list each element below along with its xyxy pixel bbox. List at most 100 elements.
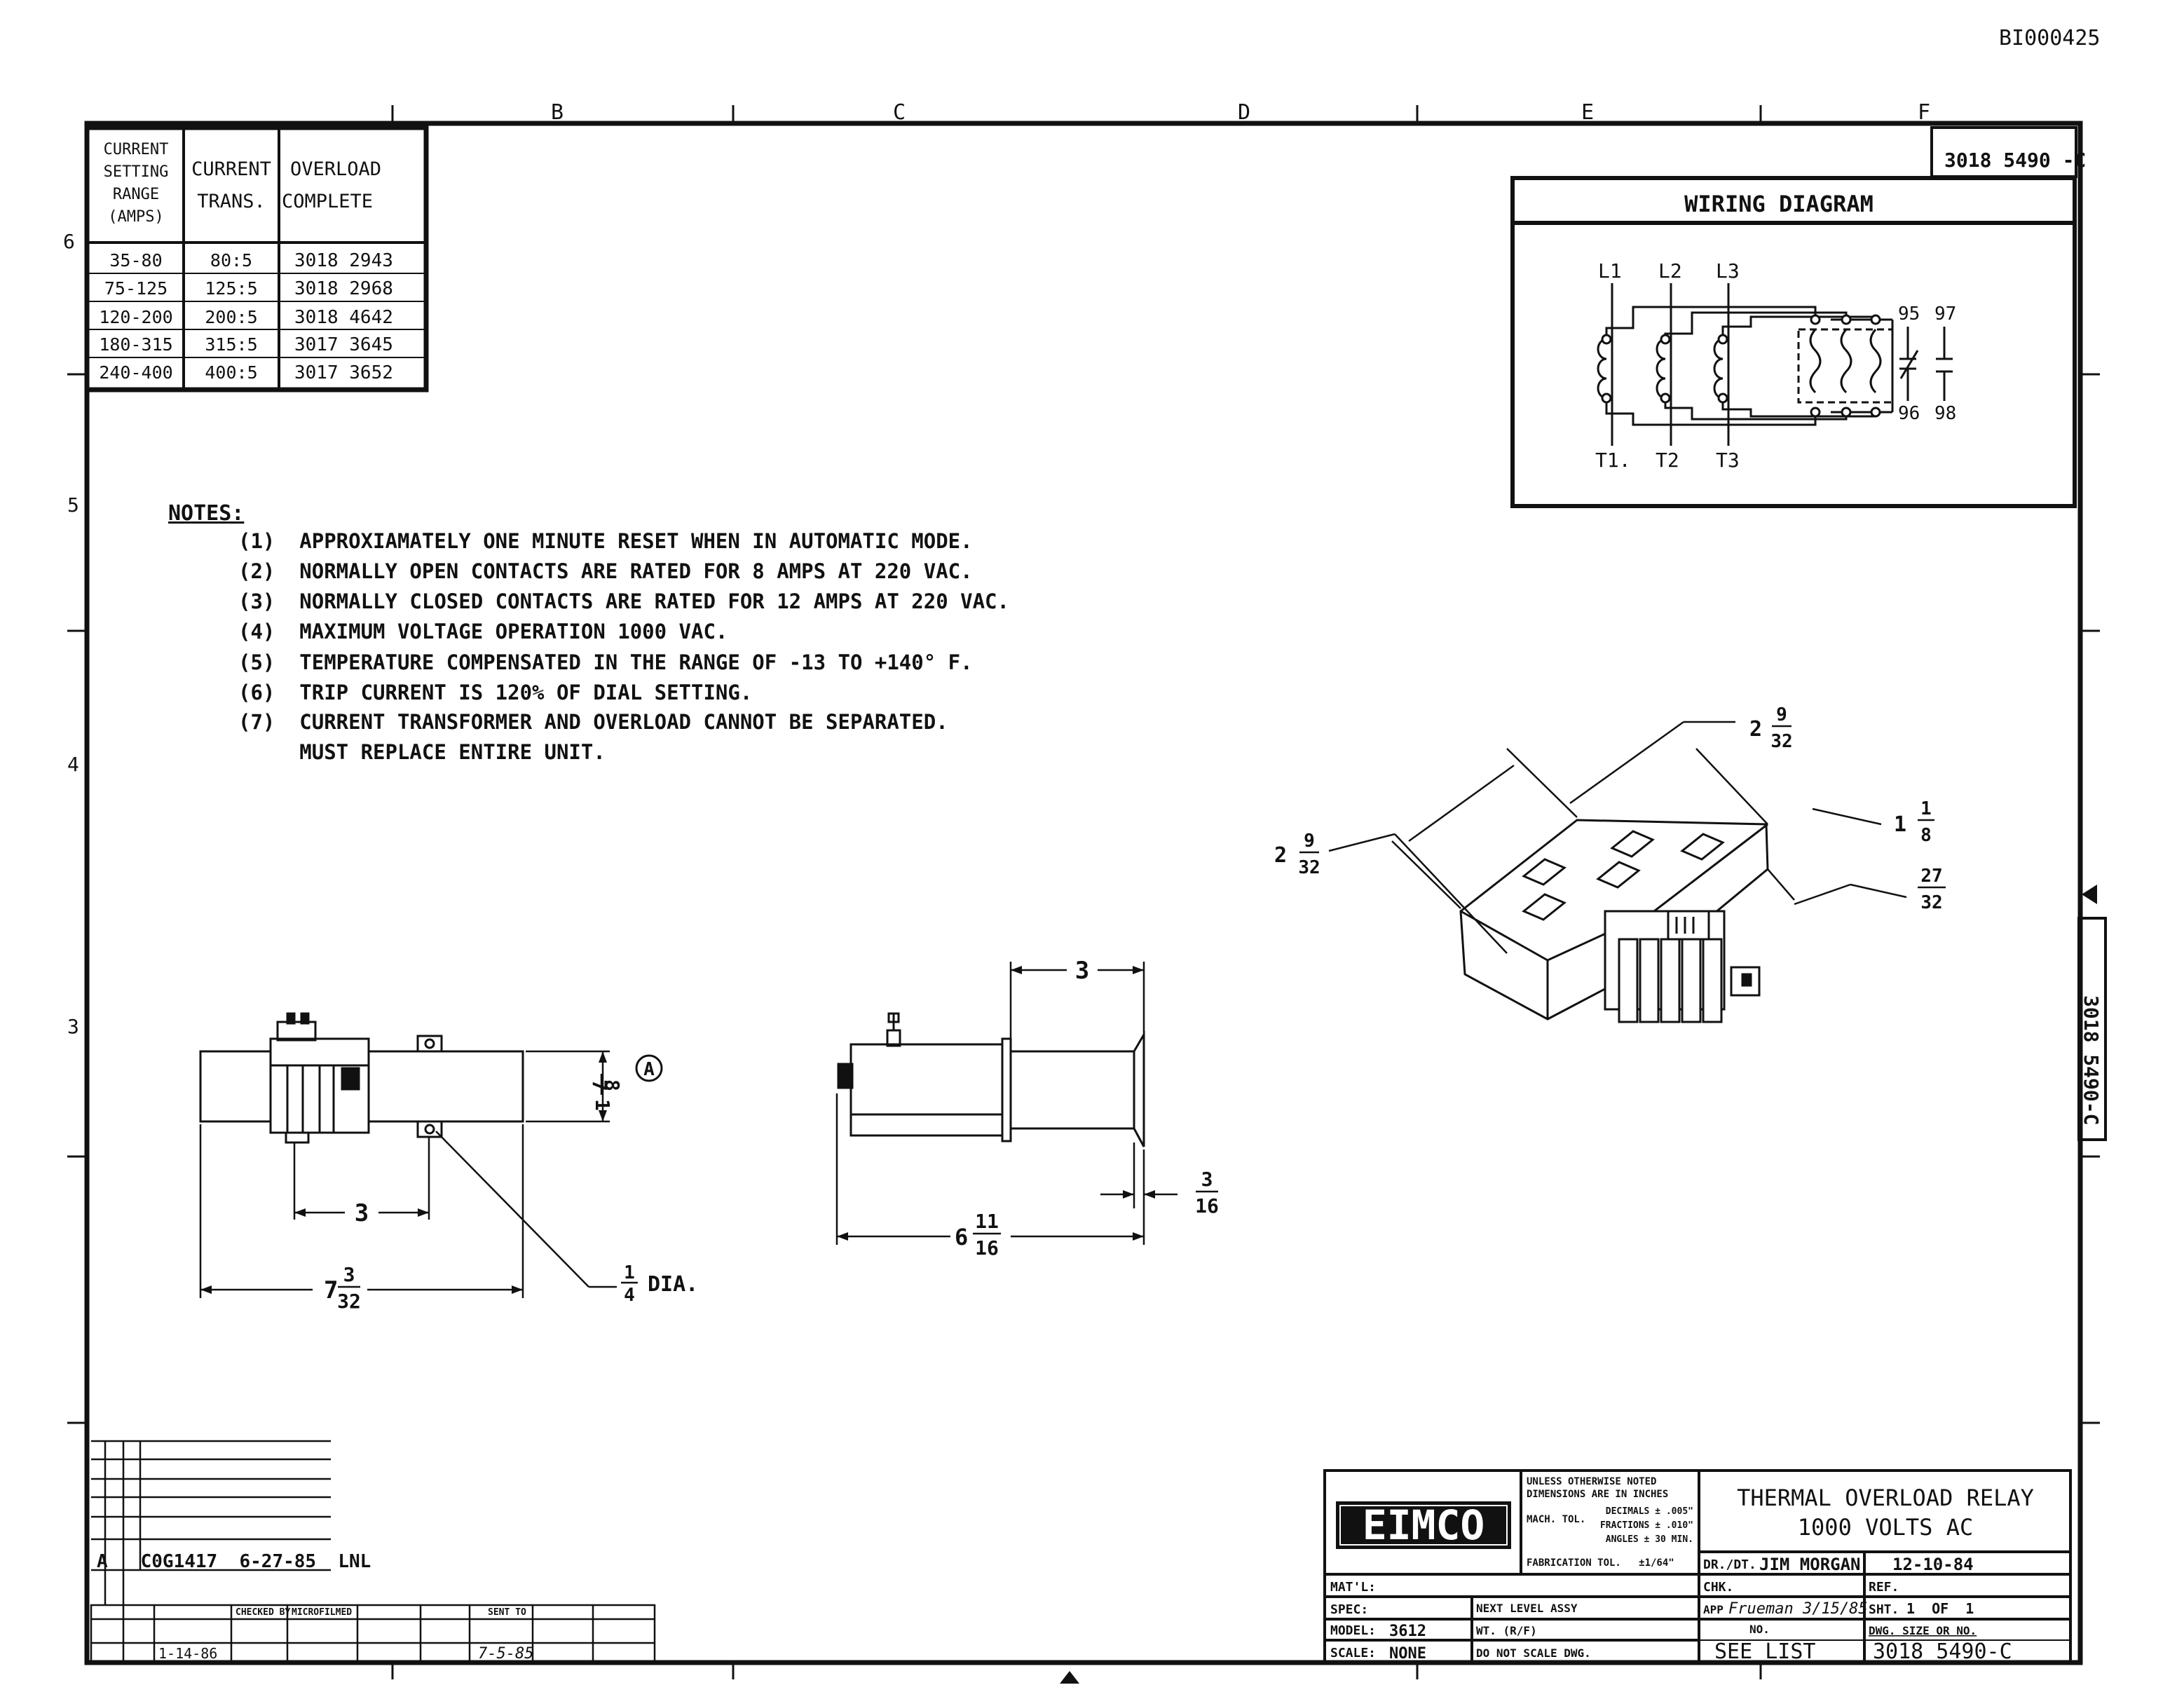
- part-number-value: SEE LIST: [1714, 1639, 1816, 1664]
- tol-angles: ANGLES ± 30 MIN.: [1606, 1534, 1693, 1545]
- zone-label-4: 4: [67, 753, 79, 776]
- zone-arrow-right: [2082, 885, 2097, 904]
- table-cell-range: 75-125: [104, 278, 168, 299]
- drawing-number: 3018 5490-C: [1873, 1639, 2012, 1664]
- revision-entry: A C0G1417 6-27-85 LNL: [97, 1551, 371, 1572]
- drawn-by-value: JIM MORGAN: [1759, 1555, 1861, 1574]
- dim-front-total-den: 32: [337, 1290, 361, 1313]
- front-view: [199, 1012, 524, 1144]
- dim-front-height-num: 7: [588, 1079, 611, 1091]
- load-label-t1: T1.: [1595, 449, 1631, 472]
- table-cell-range: 120-200: [99, 307, 172, 327]
- dim-front-total-whole: 7: [324, 1276, 338, 1304]
- dim-iso-top-num: 9: [1776, 704, 1787, 725]
- circle-marker-label: A: [643, 1059, 655, 1080]
- table-cell-part: 3017 3652: [294, 362, 393, 383]
- side-view-arrowheads: [837, 966, 1155, 1241]
- drawing-title-1: THERMAL OVERLOAD RELAY: [1737, 1485, 2034, 1511]
- chk-label: CHK.: [1703, 1580, 1733, 1595]
- side-stamp: 3018 5490-C: [2080, 995, 2103, 1125]
- scale-value: NONE: [1389, 1645, 1426, 1663]
- weight-label: WT. (R/F): [1476, 1624, 1537, 1637]
- wiring-diagram-title: WIRING DIAGRAM: [1684, 191, 1874, 217]
- dim-side-total-whole: 6: [955, 1224, 968, 1250]
- table-cell-part: 3018 2968: [294, 278, 393, 299]
- dim-side-flange-den: 16: [1195, 1194, 1219, 1217]
- isometric-view: [1459, 819, 1769, 1023]
- mach-tol-label: MACH. TOL.: [1527, 1514, 1585, 1525]
- corner-drawing-number: 3018 5490 -C: [1944, 149, 2086, 172]
- revision-block-grid: [90, 1440, 656, 1664]
- tolerance-note-2: DIMENSIONS ARE IN INCHES: [1527, 1489, 1668, 1500]
- dim-side-total-den: 16: [975, 1236, 999, 1260]
- contact-label-95: 95: [1898, 303, 1920, 325]
- dim-iso-lower-den: 32: [1920, 892, 1942, 913]
- contact-label-97: 97: [1934, 303, 1956, 325]
- side-stamp-box: [2077, 917, 2107, 1141]
- dim-front-height-den: 8: [601, 1079, 624, 1091]
- sheet-label: SHT.: [1869, 1602, 1899, 1617]
- matl-label: MAT'L:: [1330, 1580, 1376, 1595]
- company-name: EIMCO: [1363, 1501, 1485, 1549]
- notes-heading: NOTES:: [168, 501, 244, 526]
- fab-tol: FABRICATION TOL. ±1/64": [1527, 1557, 1674, 1569]
- zone-label-3: 3: [67, 1015, 79, 1038]
- dim-iso-lower-num: 27: [1920, 866, 1942, 887]
- table-cell-part: 3018 4642: [294, 307, 393, 328]
- load-label-t3: T3: [1716, 449, 1740, 472]
- revision-sent-date: 7-5-85: [478, 1645, 533, 1663]
- dim-iso-left-den: 32: [1298, 857, 1320, 878]
- dim-iso-right-num: 1: [1920, 798, 1932, 819]
- dim-iso-left-num: 9: [1304, 831, 1315, 852]
- dim-front-height-whole: 1: [591, 1099, 614, 1111]
- title-block-grid: [1323, 1469, 2072, 1664]
- table-cell-range: 35-80: [109, 250, 162, 271]
- model-label: MODEL:: [1330, 1623, 1376, 1638]
- drawing-title-2: 1000 VOLTS AC: [1798, 1514, 1973, 1541]
- zone-ticks: [67, 105, 2100, 1679]
- drawn-date: 12-10-84: [1892, 1555, 1974, 1574]
- zone-label-6: 6: [63, 230, 75, 253]
- table-cell-part: 3018 2943: [294, 250, 393, 271]
- table-cell-trans: 125:5: [205, 278, 257, 299]
- dim-side-total-num: 11: [975, 1210, 999, 1233]
- wiring-diagram-frame: [1510, 176, 2077, 508]
- dim-front-total-num: 3: [343, 1263, 355, 1286]
- zone-label-b: B: [551, 100, 564, 125]
- dim-front-width: 3: [355, 1199, 369, 1227]
- approved-label: APP: [1703, 1603, 1724, 1616]
- dim-side-flange-num: 3: [1201, 1168, 1213, 1191]
- load-label-t2: T2: [1656, 449, 1679, 472]
- tol-decimals: DECIMALS ± .005": [1606, 1506, 1693, 1517]
- note-line: (6) TRIP CURRENT IS 120% OF DIAL SETTING…: [238, 681, 752, 704]
- dim-hole-den: 4: [624, 1285, 635, 1306]
- side-view-dimensions: [835, 962, 1178, 1245]
- note-line: (3) NORMALLY CLOSED CONTACTS ARE RATED F…: [238, 589, 1009, 613]
- note-line: (7) CURRENT TRANSFORMER AND OVERLOAD CAN…: [238, 710, 948, 734]
- selection-table-grid: [84, 125, 429, 393]
- zone-label-f: F: [1918, 100, 1930, 125]
- tol-fractions: FRACTIONS ± .010": [1600, 1520, 1693, 1531]
- document-id: BI000425: [1999, 26, 2101, 50]
- table-cell-trans: 80:5: [210, 250, 252, 271]
- table-cell-range: 180-315: [99, 334, 172, 355]
- model-value: 3612: [1389, 1623, 1426, 1640]
- zone-label-d: D: [1238, 100, 1250, 125]
- dim-iso-top-whole: 2: [1749, 717, 1762, 742]
- table-cell-range: 240-400: [99, 362, 172, 383]
- isometric-dimensions: [1328, 721, 1907, 954]
- ref-label: REF.: [1869, 1580, 1899, 1595]
- line-label-l2: L2: [1658, 259, 1682, 282]
- revision-header-microfilmed: MICROFILMED: [292, 1607, 352, 1618]
- next-level-label: NEXT LEVEL ASSY: [1476, 1602, 1578, 1615]
- contact-label-96: 96: [1898, 403, 1920, 424]
- dim-hole-suffix: DIA.: [648, 1272, 698, 1297]
- approved-signature: Frueman 3/15/85: [1728, 1600, 1868, 1618]
- no-label: NO.: [1749, 1623, 1770, 1636]
- side-view: [837, 1012, 1145, 1147]
- line-label-l1: L1: [1598, 259, 1622, 282]
- note-line: (4) MAXIMUM VOLTAGE OPERATION 1000 VAC.: [238, 620, 728, 643]
- spec-label: SPEC:: [1330, 1602, 1368, 1617]
